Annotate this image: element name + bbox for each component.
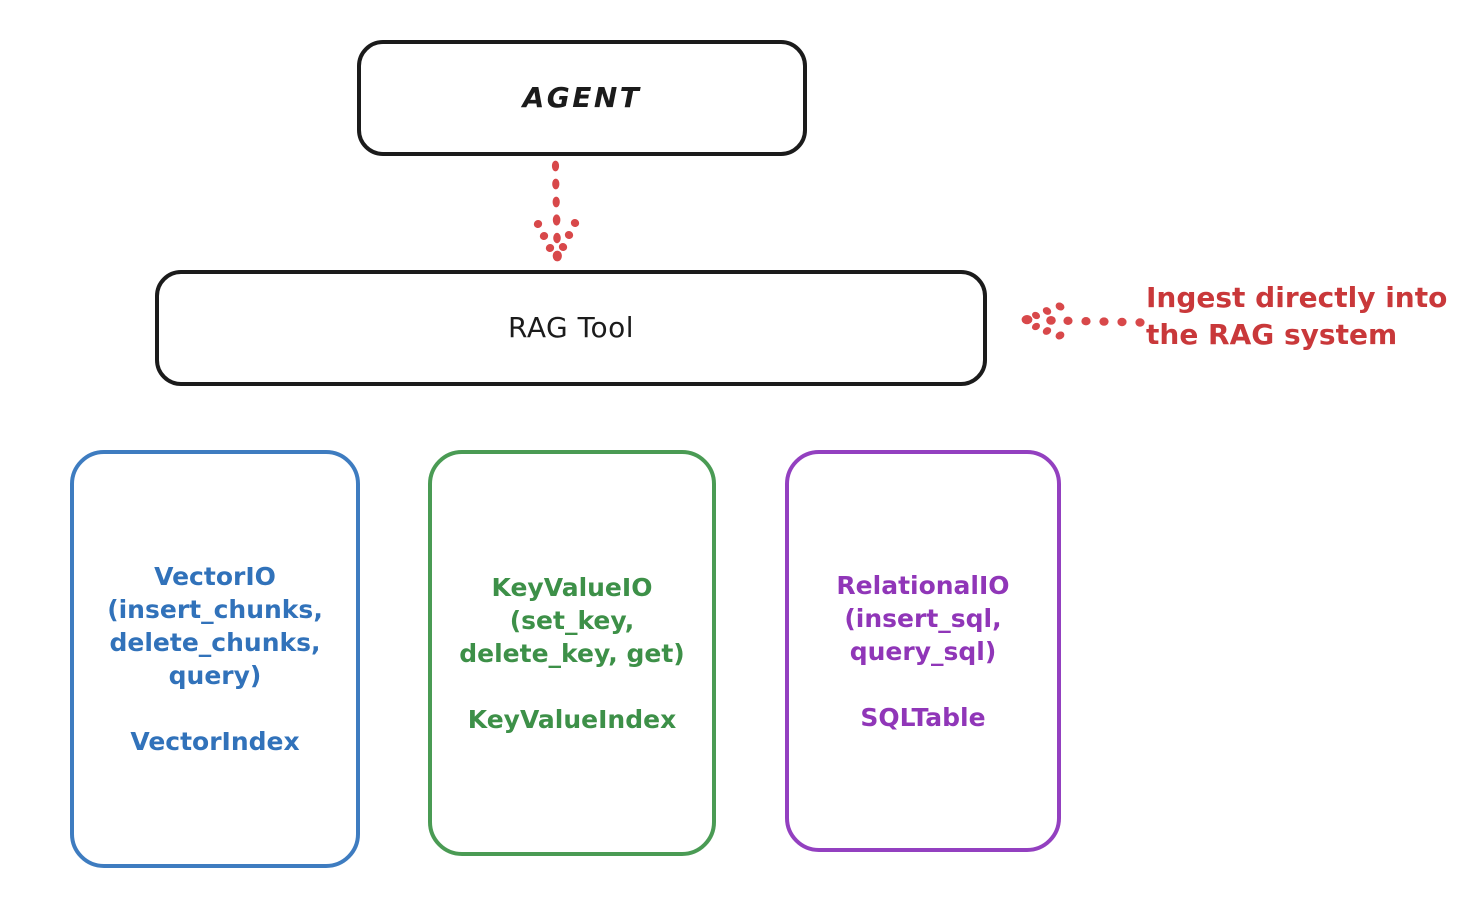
agent-node-label: AGENT: [522, 81, 642, 115]
relational-io-node-label: RelationalIO (insert_sql, query_sql) SQL…: [836, 570, 1010, 732]
rag-tool-node-label: RAG Tool: [508, 311, 634, 345]
agent-node[interactable]: AGENT: [357, 40, 807, 156]
ingest-to-rag-tool-arrow-icon: [1021, 302, 1145, 340]
relational-io-node[interactable]: RelationalIO (insert_sql, query_sql) SQL…: [785, 450, 1061, 852]
agent-to-rag-tool-arrow-icon: [533, 160, 580, 262]
rag-tool-node[interactable]: RAG Tool: [155, 270, 987, 386]
key-value-io-node[interactable]: KeyValueIO (set_key, delete_key, get) Ke…: [428, 450, 716, 856]
key-value-io-node-label: KeyValueIO (set_key, delete_key, get) Ke…: [459, 572, 685, 734]
ingest-annotation-text: Ingest directly into the RAG system: [1146, 281, 1448, 352]
vector-io-node-label: VectorIO (insert_chunks, delete_chunks, …: [107, 562, 323, 756]
vector-io-node[interactable]: VectorIO (insert_chunks, delete_chunks, …: [70, 450, 360, 868]
